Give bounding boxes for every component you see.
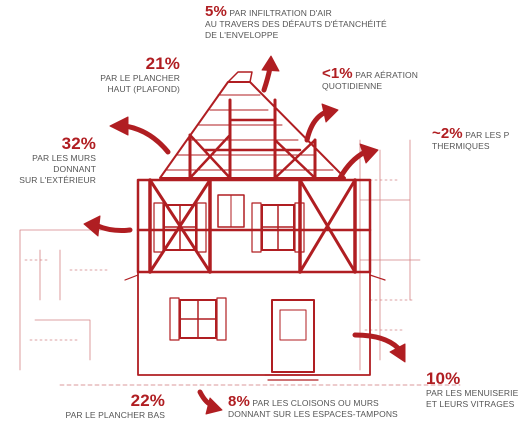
pct-walls: 32% bbox=[61, 134, 96, 153]
arrow-roof-icon bbox=[109, 116, 171, 155]
neighbour-right bbox=[359, 139, 421, 371]
text-walls-2: DONNANT bbox=[53, 164, 96, 174]
label-thermal: ~2% PAR LES P THERMIQUES bbox=[432, 125, 510, 152]
pct-windows: 10% bbox=[426, 369, 461, 388]
text-partitions-2: DONNANT SUR LES ESPACES-TAMPONS bbox=[228, 409, 398, 419]
arrow-thermal-icon bbox=[337, 143, 379, 181]
text-air-2: AU TRAVERS DES DÉFAUTS D'ÉTANCHÉITÉ bbox=[205, 19, 387, 29]
label-air: 5% PAR INFILTRATION D'AIR AU TRAVERS DES… bbox=[205, 3, 387, 41]
label-windows: 10% PAR LES MENUISERIE ET LEURS VITRAGES bbox=[426, 370, 518, 410]
pct-roof: 21% bbox=[145, 54, 180, 73]
text-roof-1: PAR LE PLANCHER bbox=[100, 73, 180, 83]
text-air-1: PAR INFILTRATION D'AIR bbox=[229, 8, 332, 18]
text-windows-1: PAR LES MENUISERIE bbox=[426, 388, 519, 398]
text-windows-2: ET LEURS VITRAGES bbox=[426, 399, 515, 409]
text-roof-2: HAUT (PLAFOND) bbox=[107, 84, 180, 94]
neighbour-left bbox=[19, 229, 121, 371]
pct-aeration: <1% bbox=[322, 65, 353, 82]
text-floor-1: PAR LE PLANCHER BAS bbox=[65, 410, 165, 420]
arrow-air-icon bbox=[261, 55, 280, 93]
pct-thermal: ~2% bbox=[432, 125, 463, 142]
text-partitions-1: PAR LES CLOISONS OU MURS bbox=[252, 398, 379, 408]
text-thermal-2: THERMIQUES bbox=[432, 141, 490, 151]
text-walls-1: PAR LES MURS bbox=[32, 153, 96, 163]
pct-partitions: 8% bbox=[228, 393, 250, 410]
label-roof: 21% PAR LE PLANCHER HAUT (PLAFOND) bbox=[90, 55, 180, 95]
arrow-floor-icon bbox=[197, 389, 223, 415]
pct-air: 5% bbox=[205, 3, 227, 20]
label-walls: 32% PAR LES MURS DONNANT SUR L'EXTÉRIEUR bbox=[8, 135, 96, 186]
roof-outline bbox=[159, 81, 346, 179]
text-aeration-2: QUOTIDIENNE bbox=[322, 81, 383, 91]
text-air-3: DE L'ENVELOPPE bbox=[205, 30, 279, 40]
label-partitions: 8% PAR LES CLOISONS OU MURS DONNANT SUR … bbox=[228, 393, 398, 420]
label-aeration: <1% PAR AÉRATION QUOTIDIENNE bbox=[322, 65, 418, 92]
arrow-walls-icon bbox=[83, 215, 133, 237]
label-floor: 22% PAR LE PLANCHER BAS bbox=[60, 392, 165, 421]
text-aeration-1: PAR AÉRATION bbox=[355, 70, 418, 80]
text-walls-3: SUR L'EXTÉRIEUR bbox=[19, 175, 96, 185]
text-thermal-1: PAR LES P bbox=[465, 130, 510, 140]
arrow-windows-icon bbox=[352, 332, 406, 363]
arrow-aeration-icon bbox=[304, 103, 339, 143]
pct-floor: 22% bbox=[130, 391, 165, 410]
